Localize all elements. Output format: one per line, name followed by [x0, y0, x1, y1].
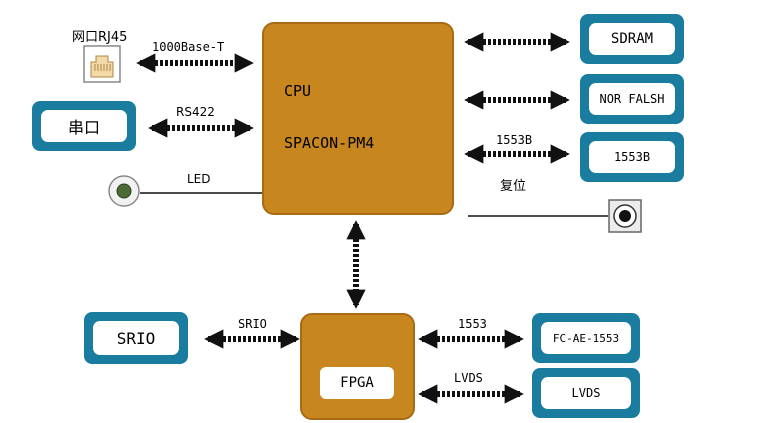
- fpga-label: FPGA: [340, 375, 374, 391]
- sdram-label: SDRAM: [610, 31, 654, 47]
- led-link-label: LED: [187, 172, 211, 186]
- eth-link-label: 1000Base-T: [152, 40, 225, 54]
- cpu-model: SPACON-PM4: [284, 134, 375, 152]
- reset-link-label: 复位: [500, 179, 527, 194]
- srio-label: SRIO: [116, 328, 156, 348]
- nor-label: NOR FALSH: [599, 92, 665, 106]
- lvds-label: LVDS: [571, 386, 601, 400]
- cpu-title: CPU: [284, 82, 312, 100]
- rj45-icon: [83, 45, 121, 83]
- lvds-link-label: LVDS: [454, 371, 483, 385]
- eth-caption: 网口RJ45: [72, 30, 128, 45]
- serial-label: 串口: [67, 118, 100, 137]
- fcae-link-label: 1553: [458, 317, 487, 331]
- fpga-block: FPGA: [300, 313, 415, 420]
- nor-box: NOR FALSH: [580, 74, 684, 124]
- srio-link-label: SRIO: [238, 317, 267, 331]
- b1553-link-label: 1553B: [496, 133, 533, 147]
- fcae-box: FC-AE-1553: [532, 313, 640, 363]
- b1553-label: 1553B: [613, 150, 651, 164]
- lvds-box: LVDS: [532, 368, 640, 418]
- serial-link-label: RS422: [176, 105, 215, 119]
- serial-box: 串口: [32, 101, 136, 151]
- fcae-label: FC-AE-1553: [552, 331, 620, 345]
- b1553-box: 1553B: [580, 132, 684, 182]
- srio-box: SRIO: [84, 312, 188, 364]
- reset-button-icon: [608, 199, 642, 233]
- sdram-box: SDRAM: [580, 14, 684, 64]
- led-icon: [108, 175, 140, 207]
- cpu-block: CPU SPACON-PM4: [262, 22, 454, 215]
